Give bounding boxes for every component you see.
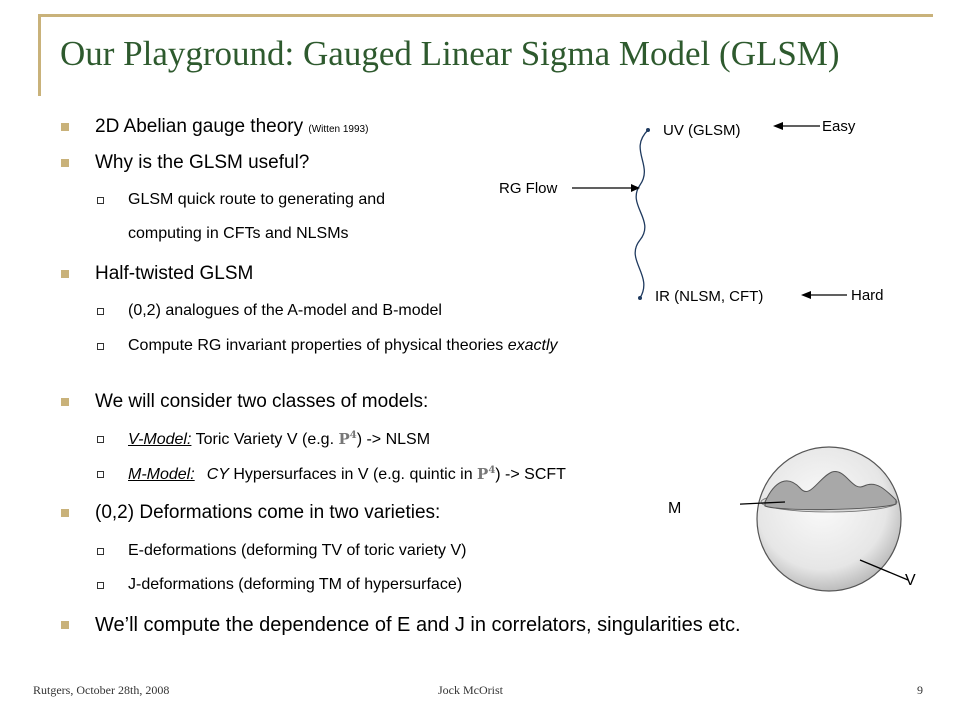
m-model-text: Hypersurfaces in V (e.g. quintic in	[228, 466, 478, 483]
cy-emphasis: CY	[206, 466, 229, 483]
citation-witten: (Witten 1993)	[308, 124, 369, 135]
sub-bullet-m-model: M-Model: CY Hypersurfaces in V (e.g. quin…	[97, 465, 566, 484]
m-arrow-line	[740, 501, 786, 505]
sub-bullet-e-deformations: E-deformations (deforming TV of toric va…	[97, 542, 467, 559]
uv-label: UV (GLSM)	[663, 122, 741, 139]
sub-bullet-j-deformations: J-deformations (deforming TM of hypersur…	[96, 576, 463, 593]
exactly-emphasis: exactly	[507, 337, 558, 354]
projective-exp: 4	[349, 430, 357, 441]
rg-flow-curve	[634, 129, 649, 299]
decor-vertical-line	[38, 14, 41, 96]
sub-bullet-analogues: (0,2) analogues of the A-model and B-mod…	[97, 302, 442, 319]
m-label: M	[668, 500, 682, 517]
uv-point	[646, 128, 650, 132]
projective-p: P	[477, 465, 489, 483]
bullet-abelian-gauge: 2D Abelian gauge theory (Witten 1993)	[60, 116, 369, 138]
projective-space-p4: P4	[477, 465, 495, 483]
sphere-v	[756, 446, 902, 592]
projective-p: P	[338, 430, 350, 448]
decor-horizontal-line	[38, 14, 933, 17]
sphere-illustration	[740, 446, 909, 592]
bullet-compute-dependence: We’ll compute the dependence of E and J …	[61, 614, 741, 636]
v-model-label: V-Model:	[128, 431, 192, 448]
easy-arrowhead	[773, 122, 783, 130]
hard-label: Hard	[851, 287, 884, 304]
footer-page-number: 9	[917, 683, 923, 697]
easy-label: Easy	[822, 118, 856, 135]
hypersurface-m	[764, 471, 897, 511]
bullet-why-useful: Why is the GLSM useful?	[60, 152, 310, 173]
rg-invariant-text: Compute RG invariant properties of physi…	[128, 337, 508, 354]
rg-flow-diagram	[572, 122, 847, 300]
footer-venue-date: Rutgers, October 28th, 2008	[33, 683, 170, 697]
sub-bullet-quick-route: GLSM quick route to generating and	[96, 191, 386, 208]
v-model-text: Toric Variety V (e.g.	[191, 431, 339, 448]
v-label: V	[905, 572, 916, 589]
sub-bullet-rg-invariant: Compute RG invariant properties of physi…	[97, 337, 558, 355]
ir-point	[638, 296, 642, 300]
bullet-deformations: (0,2) Deformations come in two varieties…	[60, 502, 441, 523]
sub-bullet-v-model: V-Model: Toric Variety V (e.g. P4) -> NL…	[96, 430, 431, 449]
bullet-text: 2D Abelian gauge theory	[95, 116, 309, 137]
projective-space-p4: P4	[338, 430, 356, 448]
v-model-text-end: ) -> NLSM	[356, 431, 431, 448]
rg-flow-arrowhead	[631, 184, 640, 192]
sub-bullet-quick-route-cont: computing in CFTs and NLSMs	[128, 225, 349, 242]
m-model-label: M-Model:	[128, 466, 195, 483]
footer-author: Jock McOrist	[438, 683, 503, 697]
v-arrow-line	[859, 559, 909, 581]
ir-label: IR (NLSM, CFT)	[655, 288, 764, 305]
projective-exp: 4	[488, 465, 496, 476]
bullet-half-twisted: Half-twisted GLSM	[60, 263, 254, 284]
rg-flow-label: RG Flow	[499, 180, 558, 197]
slide-title: Our Playground: Gauged Linear Sigma Mode…	[60, 34, 840, 73]
hard-arrowhead	[801, 291, 811, 299]
bullet-two-classes: We will consider two classes of models:	[60, 391, 429, 412]
m-model-text-end: ) -> SCFT	[495, 466, 566, 483]
